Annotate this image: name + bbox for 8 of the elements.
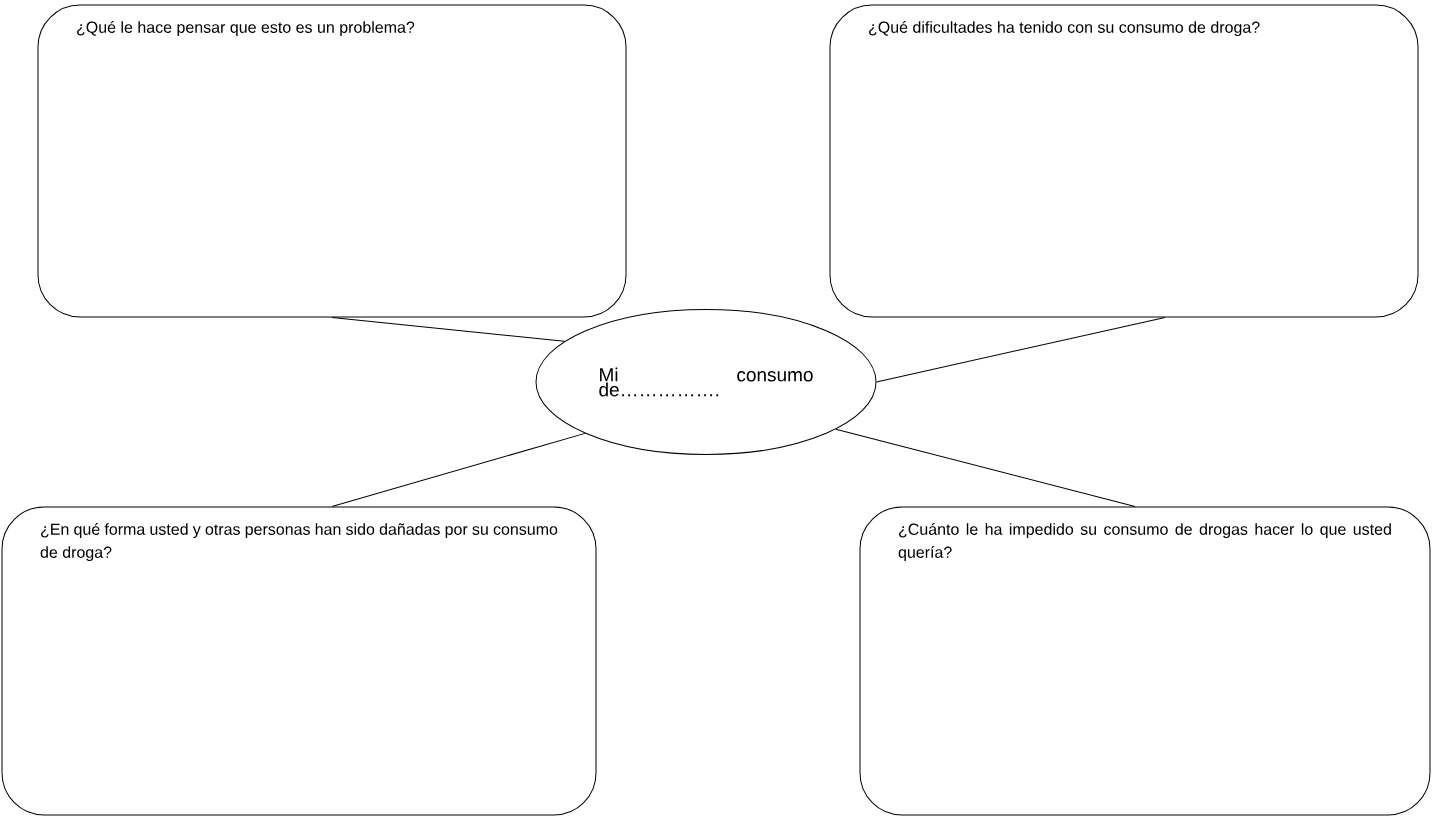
- connector-line: [876, 317, 1166, 383]
- question-box: ¿Qué le hace pensar que esto es un problema?: [37, 4, 627, 318]
- question-box: ¿Cuánto le ha impedido su consumo de drogas hacer lo que usted quería?: [859, 506, 1431, 816]
- connector-line: [331, 432, 586, 507]
- question-box: ¿Qué dificultades ha tenido con su consumo de droga?: [829, 4, 1419, 318]
- connector-line: [331, 317, 565, 342]
- question-box: ¿En qué forma usted y otras personas han sido dañadas por su consumo de droga?: [1, 506, 597, 816]
- connector-line: [835, 428, 1136, 507]
